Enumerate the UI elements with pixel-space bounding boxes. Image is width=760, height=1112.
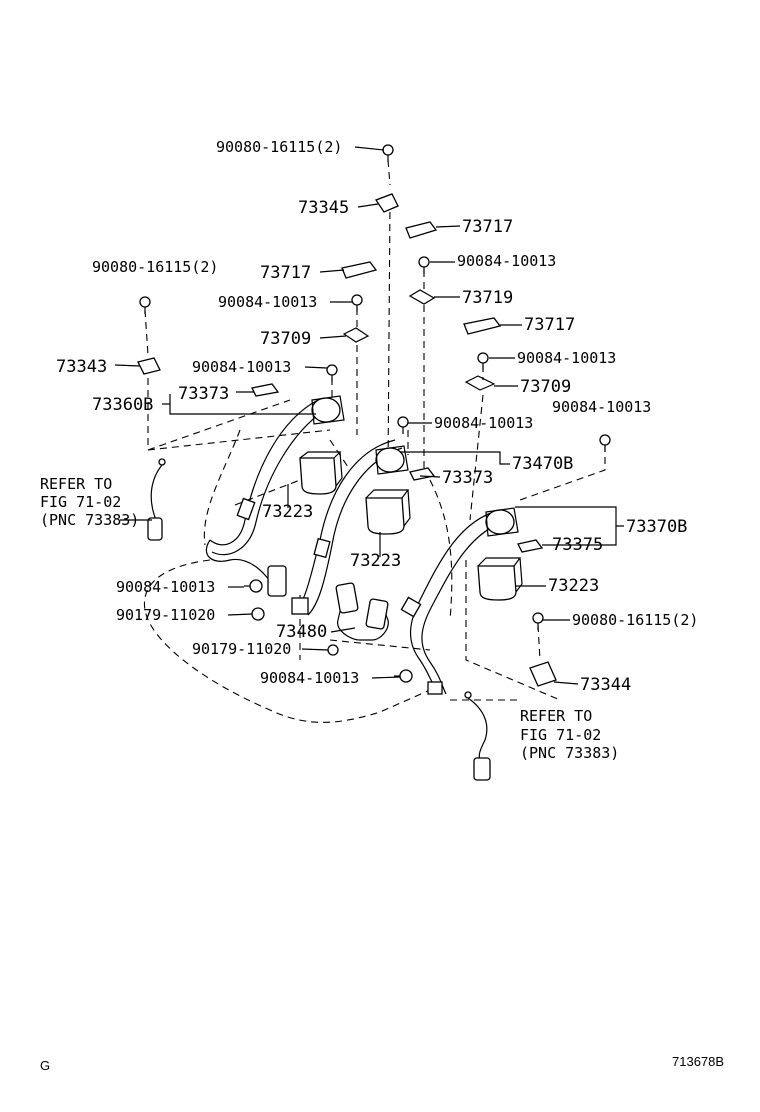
callout-73223-c: 73223 xyxy=(548,576,599,596)
refer-right-line2: FIG 71-02 xyxy=(520,726,601,744)
cover-73717-c xyxy=(463,317,502,335)
bolt-icon xyxy=(351,294,363,312)
bracket-73345 xyxy=(375,193,399,213)
callout-73345: 73345 xyxy=(298,198,349,218)
callout-73373-a: 73373 xyxy=(178,384,229,404)
leader-lines xyxy=(114,146,624,685)
refer-right-line3: (PNC 73383) xyxy=(520,744,619,762)
callout-73360b: 73360B xyxy=(92,395,153,415)
nut-icon xyxy=(251,607,265,621)
callout-90084-h: 90084-10013 xyxy=(260,669,359,687)
figure-id: 713678B xyxy=(672,1054,724,1069)
bracket-73343 xyxy=(137,357,161,375)
callout-73223-a: 73223 xyxy=(262,502,313,522)
callout-90084-b: 90084-10013 xyxy=(218,293,317,311)
callout-73373-b: 73373 xyxy=(442,468,493,488)
callout-90179-b: 90179-11020 xyxy=(192,640,291,658)
nut-icon xyxy=(327,644,339,656)
callout-73470b: 73470B xyxy=(512,454,573,474)
fasteners xyxy=(139,144,611,683)
callout-90084-d: 90084-10013 xyxy=(192,358,291,376)
bolt-icon xyxy=(326,364,338,382)
callout-73709-a: 73709 xyxy=(260,329,311,349)
callout-90084-f: 90084-10013 xyxy=(434,414,533,432)
callout-90084-e: 90084-10013 xyxy=(552,398,651,416)
retractor-covers xyxy=(299,451,523,601)
pad-73375 xyxy=(517,539,544,553)
seat-belt-center xyxy=(291,439,403,616)
bolt-icon xyxy=(394,669,413,683)
bolt-icon xyxy=(244,579,263,593)
callout-73223-b: 73223 xyxy=(350,551,401,571)
seat-belt-left xyxy=(205,399,326,597)
callout-73480: 73480 xyxy=(276,622,327,642)
callout-73375: 73375 xyxy=(552,535,603,555)
refer-note-left: REFER TO FIG 71-02 (PNC 73383) xyxy=(40,475,139,529)
clip-73719 xyxy=(408,289,436,305)
pad-73373-a xyxy=(251,383,280,397)
callout-labels: 90080-16115(2) 73345 73717 90084-10013 7… xyxy=(56,138,698,695)
callout-73709-b: 73709 xyxy=(520,377,571,397)
clip-73709-a xyxy=(342,327,370,343)
callout-90084-c: 90084-10013 xyxy=(517,349,616,367)
refer-left-line1: REFER TO xyxy=(40,475,112,493)
callout-73344: 73344 xyxy=(580,675,631,695)
bolt-icon xyxy=(397,416,409,434)
callout-bolt-top: 90080-16115(2) xyxy=(216,138,342,156)
cover-73717-b xyxy=(341,261,378,279)
bolt-icon xyxy=(599,434,611,452)
bolt-icon xyxy=(532,612,544,630)
buckle-assembly-73480 xyxy=(335,582,389,641)
bracket-73344 xyxy=(529,661,557,687)
harness-right xyxy=(464,691,491,781)
callout-73717-b: 73717 xyxy=(260,263,311,283)
bolt-icon xyxy=(418,256,430,274)
refer-right-line1: REFER TO xyxy=(520,707,592,725)
callout-73717-a: 73717 xyxy=(462,217,513,237)
callout-90179-a: 90179-11020 xyxy=(116,606,215,624)
callout-73343: 73343 xyxy=(56,357,107,377)
bolt-icon xyxy=(382,144,394,162)
callout-73719: 73719 xyxy=(462,288,513,308)
refer-left-line2: FIG 71-02 xyxy=(40,493,121,511)
floor-outline xyxy=(143,559,520,723)
pad-73373-b xyxy=(409,467,436,481)
retractor-mechanisms xyxy=(311,395,519,537)
refer-note-right: REFER TO FIG 71-02 (PNC 73383) xyxy=(520,707,619,762)
buckle-tongue-left xyxy=(267,565,287,597)
callout-90084-a: 90084-10013 xyxy=(457,252,556,270)
callout-90084-g: 90084-10013 xyxy=(116,578,215,596)
seat-belt-right xyxy=(400,509,509,695)
cover-73717-a xyxy=(405,221,438,239)
small-parts xyxy=(137,193,557,687)
callout-73370b: 73370B xyxy=(626,517,687,537)
refer-left-line3: (PNC 73383) xyxy=(40,511,139,529)
callout-bolt-left: 90080-16115(2) xyxy=(92,258,218,276)
footer-corner-mark: G xyxy=(40,1058,50,1073)
harness-left xyxy=(147,458,166,541)
bolt-icon xyxy=(477,352,489,370)
clip-73709-b xyxy=(464,375,496,391)
callout-bolt-right: 90080-16115(2) xyxy=(572,611,698,629)
callout-73717-c: 73717 xyxy=(524,315,575,335)
bolt-icon xyxy=(139,296,151,314)
